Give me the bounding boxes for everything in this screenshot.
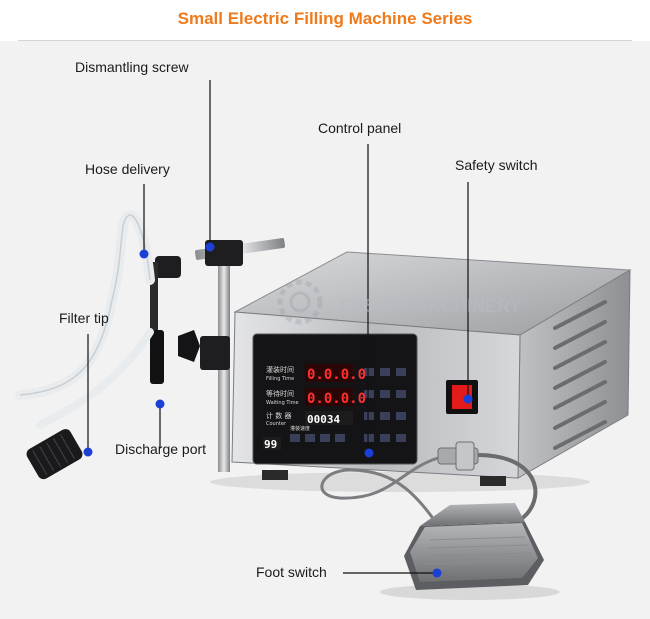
label-filter-tip: Filter tip (59, 310, 109, 326)
nozzle-holder (155, 256, 181, 278)
foot (480, 476, 506, 486)
label-discharge-port: Discharge port (115, 441, 207, 457)
marker-safety-switch (463, 394, 473, 404)
panel-row3-sub: Counter (266, 421, 287, 427)
cable-connector (437, 441, 479, 471)
panel-row1-label: 灌装时间 (266, 365, 294, 374)
label-foot-switch: Foot switch (256, 564, 327, 580)
panel-row3-label: 计 数 器 (266, 411, 291, 420)
filter-tip (26, 429, 83, 480)
marker-foot-switch (432, 568, 442, 578)
callout-markers (83, 242, 473, 578)
nozzle-stem (150, 262, 158, 332)
hose-lower (36, 328, 154, 429)
panel-row4-value: 99 (264, 438, 277, 451)
label-dismantling-screw: Dismantling screw (75, 59, 189, 75)
leader-lines (87, 80, 469, 574)
lower-clamp (200, 336, 230, 370)
marker-dismantling-screw (205, 242, 215, 252)
marker-hose-delivery (139, 249, 149, 259)
label-hose-delivery: Hose delivery (85, 161, 170, 177)
label-safety-switch: Safety switch (455, 157, 538, 173)
watermark-logo-icon (277, 279, 323, 325)
panel-row3-value: 00034 (307, 413, 340, 426)
clamp-knob (178, 330, 200, 362)
panel-row2-label: 等待时间 (266, 389, 294, 398)
foot (262, 470, 288, 480)
marker-control-panel (364, 448, 374, 458)
panel-row4-label: 灌装速度 (290, 425, 310, 432)
keypad (290, 368, 406, 442)
panel-row1-sub: Filling Time (266, 376, 294, 382)
watermark-text: FUSION MACHINERY (340, 296, 521, 316)
page-title: Small Electric Filling Machine Series (177, 9, 473, 28)
panel-row1-value: 0.0.0.0 (307, 367, 366, 383)
marker-discharge-port (155, 399, 165, 409)
title-divider (18, 40, 632, 41)
marker-filter-tip (83, 447, 93, 457)
side-vents (553, 300, 607, 450)
cable-loop (320, 456, 447, 536)
clamp-block (205, 240, 243, 266)
label-control-panel: Control panel (318, 120, 402, 136)
hose-edge (19, 214, 151, 396)
panel-row2-sub: Waiting Time (266, 400, 299, 406)
panel-row2-value: 0.0.0.0 (307, 391, 366, 407)
control-panel (252, 333, 418, 465)
discharge-nozzle (150, 330, 164, 384)
